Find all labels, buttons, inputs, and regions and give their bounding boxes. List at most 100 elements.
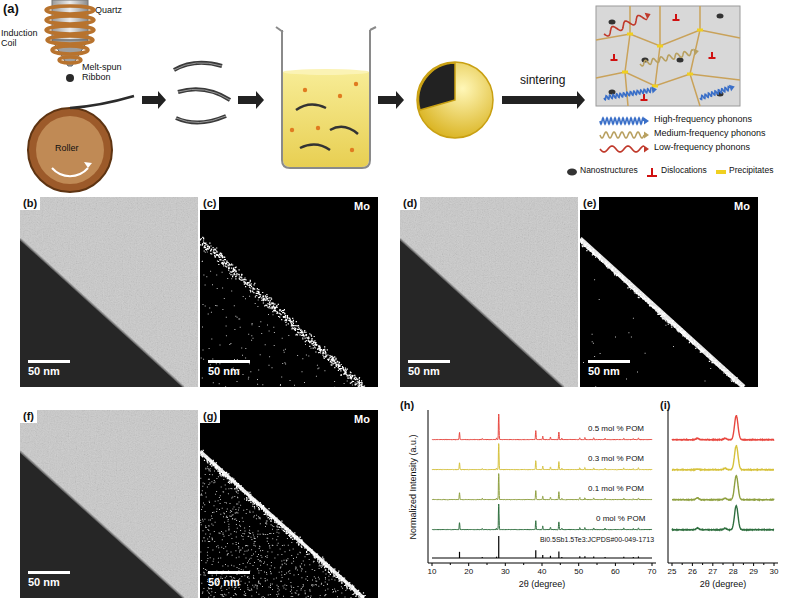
induction-coil [46,16,94,24]
scale-bar [588,360,630,363]
tem-image [20,197,198,387]
element-label: Mo [354,413,370,426]
mo-signal [200,450,366,598]
coating-edge [20,239,184,387]
melt-droplet [66,74,74,82]
reference-stick [604,557,605,558]
xrd-trace-zoom [672,506,774,530]
beaker [276,27,376,168]
mo-signal [200,237,365,387]
xrd-trace [432,504,652,530]
panel-label: (e) [580,197,599,210]
panel-label: (b) [20,197,40,210]
roller-wheel [84,162,92,168]
reference-stick [593,556,594,558]
nanostructure [717,14,724,19]
xrd-trace-zoom [672,446,774,470]
reference-stick [638,556,639,558]
beaker [300,144,330,150]
scale-label: 50 nm [408,365,440,378]
xrd-trace [432,474,652,500]
ribbon-pieces [174,63,222,70]
wave-arrowhead [651,87,657,94]
dislocation [641,94,648,100]
axis-tick-label: 29 [749,567,758,576]
reference-stick [623,557,624,558]
precipitate [697,29,703,32]
axis-tick-label: 30 [770,567,779,576]
scale-bar [208,360,250,363]
scale-label: 50 nm [208,365,240,378]
nanostructure-swatch [567,169,577,176]
reference-stick [550,556,551,558]
panel-label: (g) [200,410,220,423]
tem-particle [400,239,564,387]
dislocation [709,52,716,58]
axis-tick-label: 30 [501,567,510,576]
coated-particle [417,62,493,138]
microstructure [596,6,740,106]
grain-boundary [690,6,700,106]
reference-stick [558,551,559,558]
dislocation-swatch [647,168,657,176]
axis-tick-label: 26 [688,567,697,576]
axis-line [428,410,656,563]
grain-boundary [596,30,740,46]
axis-tick-label: 28 [729,567,738,576]
axis-tick [432,563,774,566]
beaker [283,72,369,167]
reference-stick [579,556,580,558]
reference-stick [459,552,460,558]
grain-boundary [596,72,740,86]
scale-bar [408,360,450,363]
ribbon-pieces [178,89,230,100]
precipitate-swatch [716,170,726,174]
legend-text: Low-frequency phonons [654,142,750,152]
ribbon-pieces [176,116,226,123]
induction-coil [46,6,94,63]
part-label: Roller [55,143,79,153]
phonon-wave [700,87,730,100]
roller-wheel [28,108,112,192]
phonon-wave [600,132,644,138]
element-label: Mo [734,200,750,213]
beaker [282,30,370,168]
beaker [354,82,358,86]
scale-bar [208,571,250,574]
scale-label: 50 nm [588,365,620,378]
xrd-trace-zoom [672,416,774,440]
nanostructure [609,20,616,25]
beaker [316,126,320,130]
scale-label: 50 nm [208,576,240,589]
legend-text: Dislocations [661,166,707,176]
panel-label: (d) [400,197,420,210]
axis-tick-label: 70 [648,567,657,576]
nanostructure [609,90,616,95]
precipitate [657,45,663,48]
precipitate [652,85,658,88]
ribbon-strip [70,96,134,108]
reference-stick [584,556,585,558]
coating-edge [400,239,564,387]
reference-stick [561,557,562,558]
legend-text: High-frequency phonons [654,114,752,124]
series-label: 0.3 mol % POM [588,454,644,463]
ribbon-pieces [176,116,226,123]
tem-image [20,410,198,598]
precipitate [622,71,628,74]
panel-label: (a) [3,2,19,17]
axis-tick-label: 27 [708,567,717,576]
ribbon-pieces [174,63,222,70]
ribbon-pieces [174,63,230,123]
ribbon-pieces [178,89,230,100]
xrd-plot [428,410,778,566]
eds-background [200,410,378,598]
process-arrow [502,91,585,109]
axis-tick-label: 20 [464,567,473,576]
eds-background [200,197,378,387]
mo-signal [200,459,361,598]
panel-label: (f) [20,410,37,423]
part-label: Melt-spun Ribbon [82,62,136,83]
